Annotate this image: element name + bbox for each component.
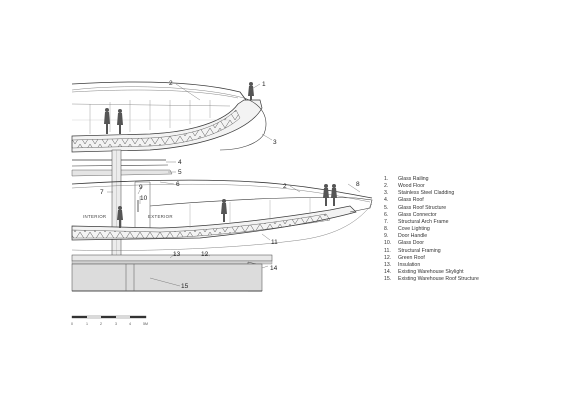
person-figure [104,108,110,134]
callout-warehouse-roof-structure: 15 [181,283,189,290]
scale-bar: 0 1 2 3 4 5M [71,315,148,326]
callout-cove-lighting: 8 [356,181,360,188]
exterior-label: EXTERIOR [148,214,173,219]
existing-roof-structure [71,263,263,292]
callout-glass-connector: 6 [176,181,180,188]
callout-arch-frame: 7 [100,189,104,196]
legend-item: 9.Door Handle [384,233,428,240]
callout-wood-floor-lower: 2 [283,183,287,190]
legend-item: 6.Glass Connector [384,211,437,218]
scale-tick: 1 [86,322,88,326]
warehouse-roof [71,254,273,292]
legend-item: 1.Glass Railing [384,176,429,182]
scale-tick: 5M [143,322,148,326]
upper-glass-roof-curve [71,86,245,99]
callout-structural-framing: 11 [271,239,278,246]
callout-insulation: 13 [173,251,181,258]
legend-item: 11.Structural Framing [384,247,441,254]
person-figure [117,206,123,228]
lower-railing [149,197,373,213]
scale-tick: 2 [100,322,102,326]
insulation-layer [71,260,273,265]
legend-item: 4.Glass Roof [384,197,424,204]
green-roof [71,254,273,262]
interior-label: INTERIOR [83,214,106,219]
legend-item: 5.Glass Roof Structure [384,204,447,211]
scale-tick: 0 [71,322,73,326]
callout-glass-roof: 4 [178,159,182,166]
person-figure [323,184,329,206]
lower-ramp [71,179,373,251]
legend-item: 3.Stainless Steel Cladding [384,190,455,197]
stainless-cladding-curve [219,97,267,151]
callout-stainless-cladding: 3 [273,139,277,146]
lower-glass-roof [71,179,373,199]
people [104,82,337,228]
callout-warehouse-skylight: 14 [270,265,278,272]
callout-door-handle: 9 [139,184,143,191]
callout-glass-door: 10 [140,195,148,202]
legend: 1.Glass Railing 2.Wood Floor 3.Stainless… [384,176,479,283]
person-figure [117,109,123,134]
legend-item: 8.Cove Lighting [384,226,430,233]
legend-item: 15.Existing Warehouse Roof Structure [384,276,479,283]
legend-item: 10.Glass Door [384,240,424,247]
upper-ramp [71,81,267,153]
legend-item: 14.Existing Warehouse Skylight [384,269,464,276]
legend-item: 2.Wood Floor [384,183,425,190]
upper-ramp-truss [71,109,241,149]
upper-ramp-railing [71,81,247,101]
lower-ramp-truss [71,213,331,239]
scale-tick: 4 [129,322,131,326]
callout-green-roof: 12 [201,251,209,258]
callout-wood-floor-upper: 2 [169,80,173,87]
legend-item: 12.Green Roof [384,254,425,261]
callout-glass-railing: 1 [262,81,266,88]
callouts: 1 2 3 4 5 6 7 8 9 10 11 12 13 14 15 2 [100,80,360,290]
scale-tick: 3 [115,322,117,326]
legend-item: 7.Structural Arch Frame [384,218,449,225]
legend-item: 13.Insulation [384,261,421,268]
leader-lines [107,83,361,287]
person-figure [248,82,254,100]
callout-glass-roof-structure: 5 [178,169,182,176]
person-figure [331,184,337,206]
person-figure [221,199,227,222]
